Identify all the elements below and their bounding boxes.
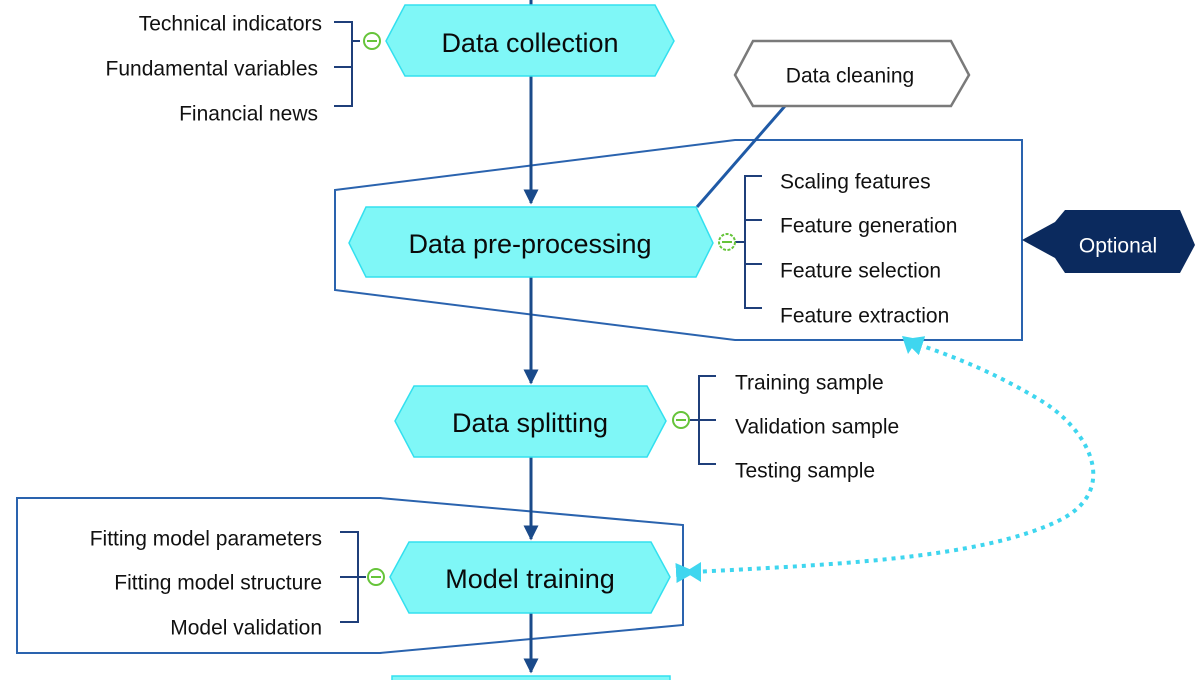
process-shape [389, 541, 671, 614]
step-label: Model training [445, 564, 615, 594]
detail-item: Fitting model structure [114, 572, 322, 595]
detail-item: Validation sample [735, 416, 899, 439]
detail-item: Fundamental variables [106, 58, 318, 81]
collapse-minus-icon[interactable] [718, 233, 736, 251]
step-model-training[interactable]: Model training [389, 541, 671, 614]
step-label: Data splitting [452, 408, 608, 438]
detail-item: Technical indicators [139, 13, 322, 36]
optional-shape [1055, 210, 1195, 273]
bracket [735, 175, 762, 309]
details-data-splitting: Training sample Validation sample Testin… [672, 372, 899, 483]
optional-pointer [1022, 222, 1055, 258]
feedback-arrowhead-preprocessing [902, 336, 918, 354]
detail-item: Scaling features [780, 171, 931, 194]
note-shape [733, 39, 971, 108]
group-outline-pre-processing [334, 139, 1023, 341]
collapse-minus-icon[interactable] [363, 32, 381, 50]
group-outline-model-training [16, 497, 684, 654]
detail-item: Feature selection [780, 260, 941, 283]
collapse-minus-icon[interactable] [367, 568, 385, 586]
process-shape [385, 4, 675, 77]
optional-label: Optional [1079, 235, 1157, 258]
feedback-arrowhead-training [685, 562, 701, 582]
detail-item: Training sample [735, 372, 884, 395]
detail-item: Feature extraction [780, 305, 949, 328]
bracket [690, 375, 716, 465]
detail-item: Fitting model parameters [90, 528, 322, 551]
note-label: Data cleaning [786, 65, 914, 88]
detail-item: Financial news [179, 103, 318, 126]
step-data-collection[interactable]: Data collection [385, 4, 675, 77]
note-optional[interactable]: Optional [1055, 210, 1195, 273]
detail-item: Model validation [170, 617, 322, 640]
bracket [340, 531, 366, 623]
process-shape [394, 385, 667, 458]
step-label: Data collection [441, 28, 618, 58]
bracket [334, 21, 360, 107]
process-shape [348, 206, 714, 278]
detail-item: Feature generation [780, 215, 957, 238]
details-data-collection: Technical indicators Fundamental variabl… [106, 13, 381, 126]
step-data-pre-processing[interactable]: Data pre-processing [348, 206, 714, 278]
details-data-pre-processing: Scaling features Feature generation Feat… [718, 171, 957, 328]
detail-item: Testing sample [735, 460, 875, 483]
process-shape [391, 675, 671, 680]
step-data-splitting[interactable]: Data splitting [394, 385, 667, 458]
note-data-cleaning[interactable]: Data cleaning [733, 39, 971, 108]
step-label: Data pre-processing [408, 229, 651, 259]
details-model-training: Fitting model parameters Fitting model s… [90, 528, 385, 640]
data-cleaning-connector [695, 105, 787, 208]
step-next[interactable] [391, 675, 671, 680]
collapse-minus-icon[interactable] [672, 411, 690, 429]
